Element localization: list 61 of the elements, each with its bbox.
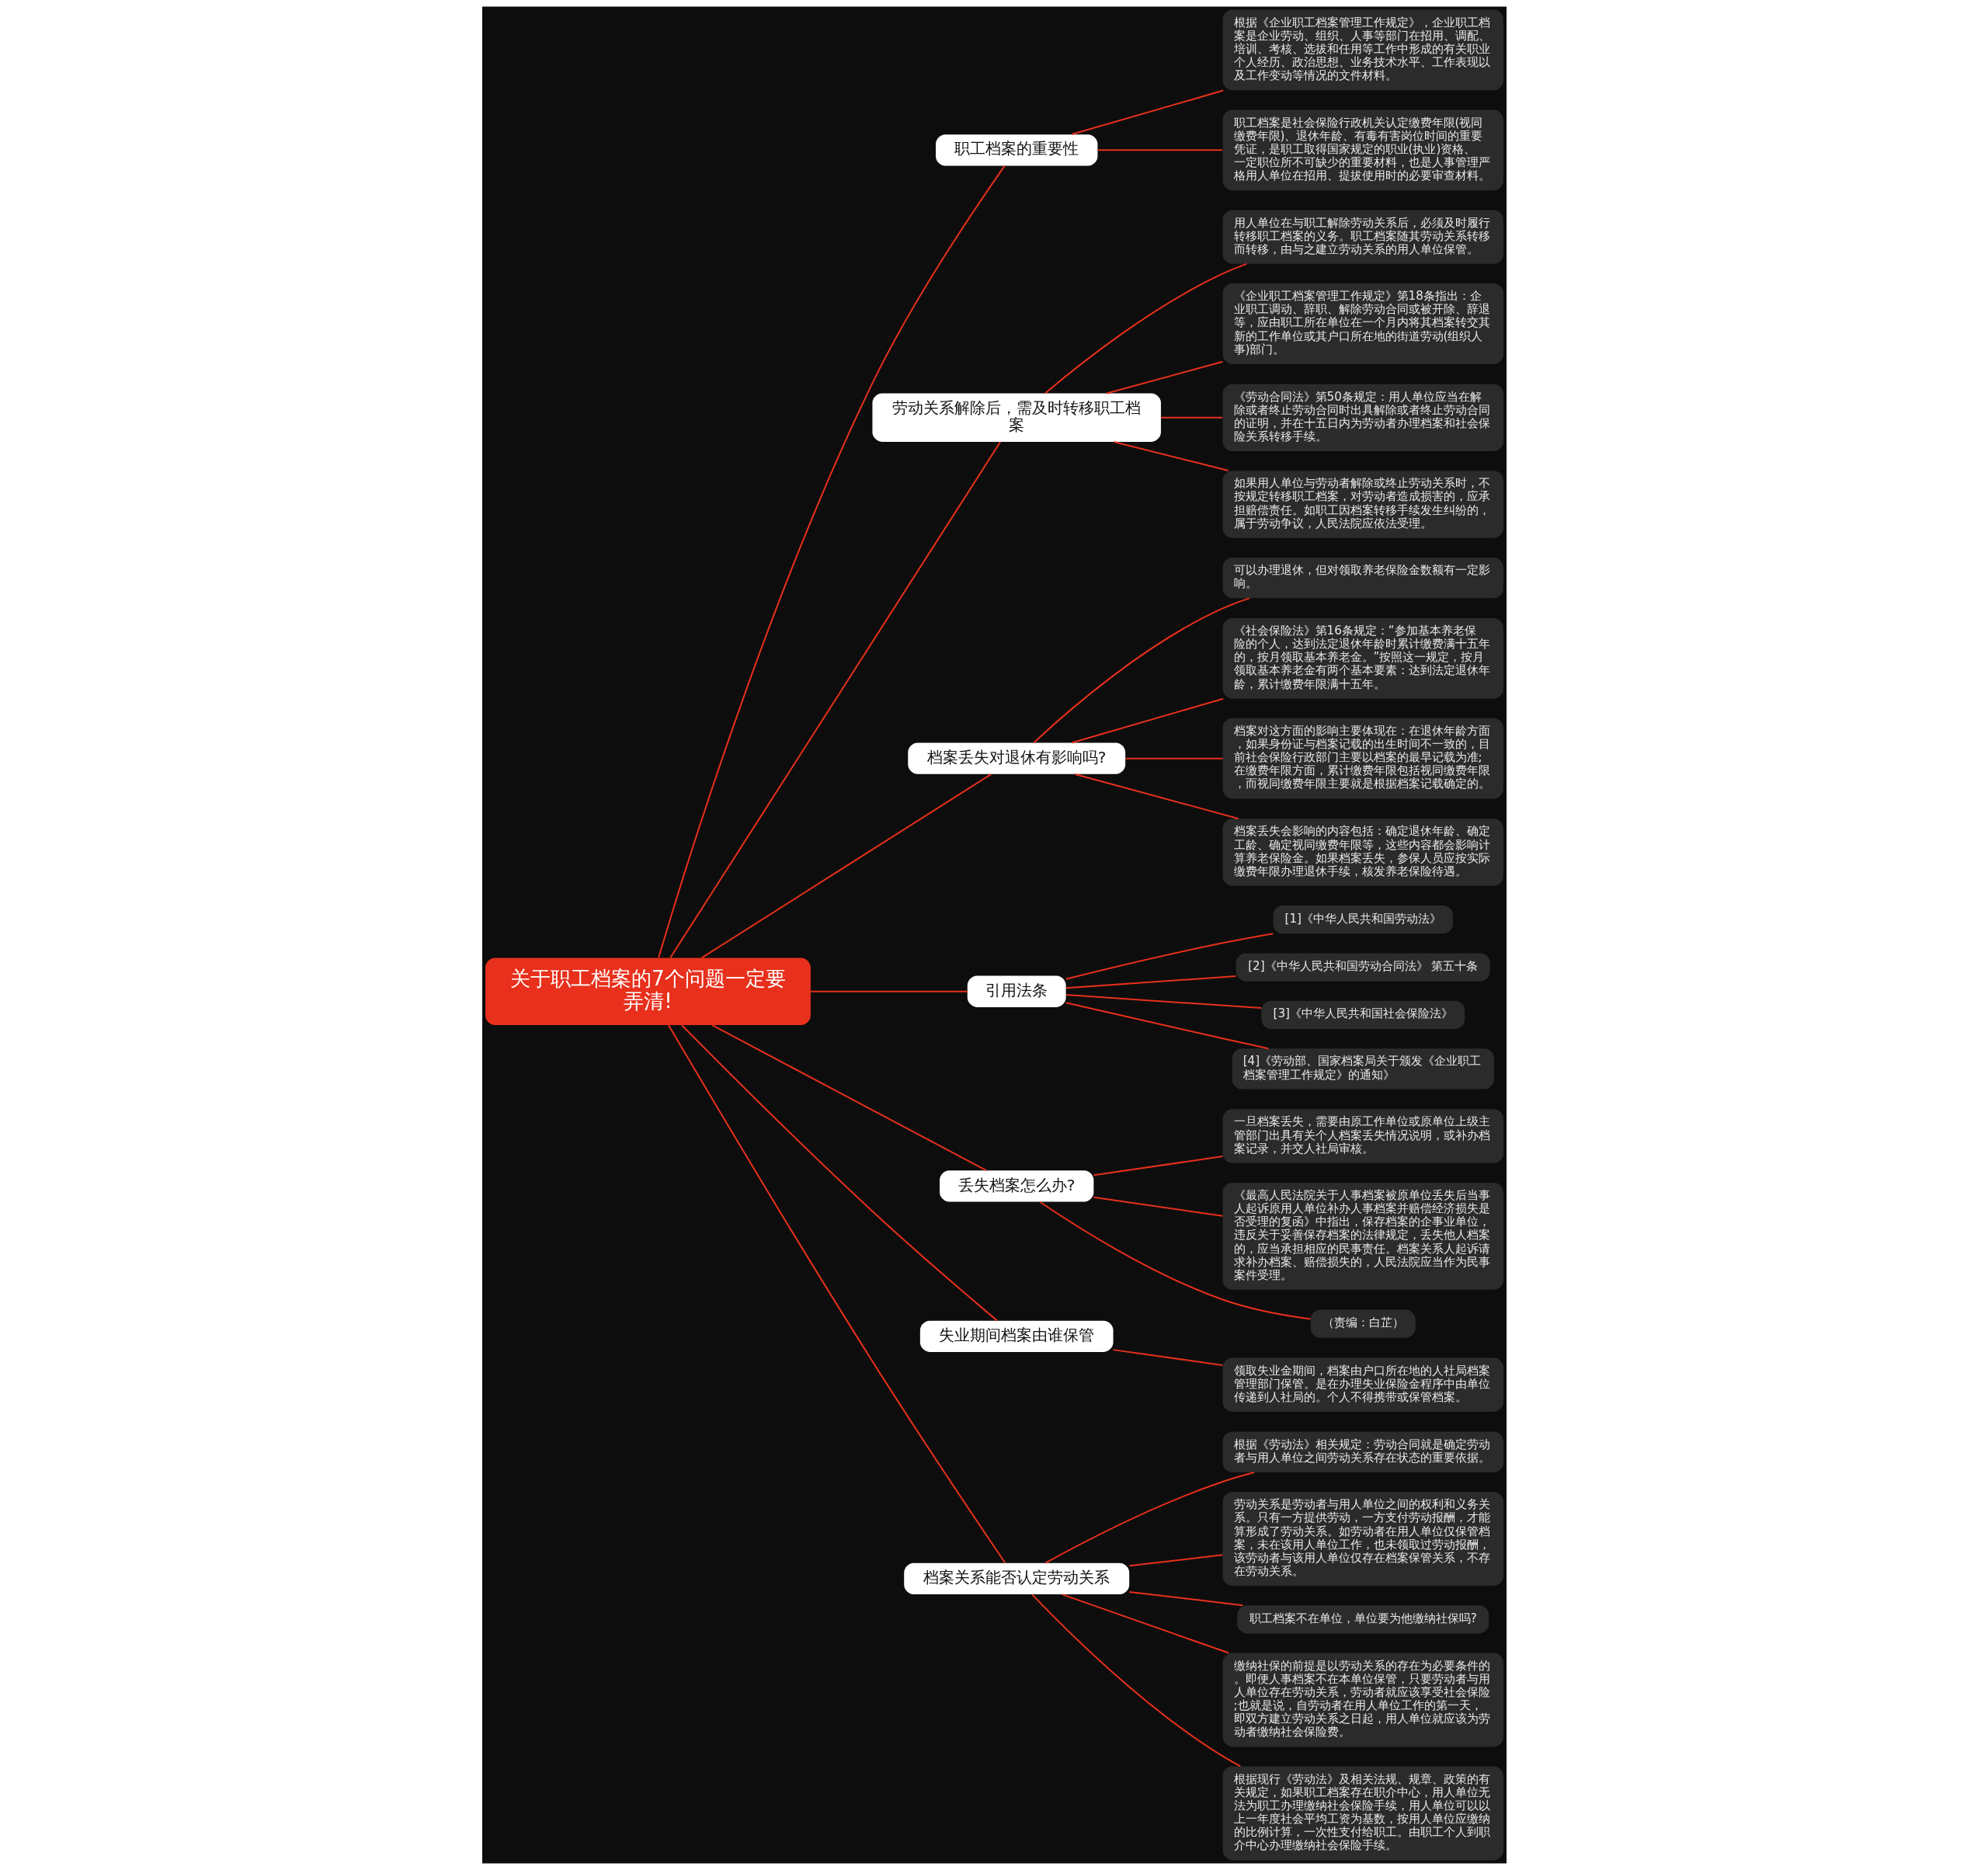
node-box: [1]《中华人民共和国劳动法》	[1272, 905, 1453, 934]
node-box: 根据现行《劳动法》及相关法规、规章、政策的有关规定，如果职工档案存在职介中心，用人单位无法为职工办理缴纳社会保险手续，用人单位可以以上一年度社会平均工资为基数，按用人单位应缴纳的比例计算，一次性支付给职工。由职工个人到职介中心办理缴纳社会保险手续。	[1222, 1766, 1503, 1861]
node-box: 职工档案的重要性	[935, 134, 1097, 166]
connector	[667, 1024, 1006, 1564]
connector	[657, 165, 1006, 958]
connector	[1044, 1472, 1254, 1564]
node-box: 关于职工档案的7个问题一定要弄清!	[485, 958, 811, 1026]
connector	[700, 773, 992, 959]
node-box: 领取失业金期间，档案由户口所在地的人社局档案管理部门保管。是在办理失业保险金程序中由单位传递到人社局的。个人不得携带或保管档案。	[1222, 1357, 1503, 1412]
node-box: （责编：白芷）	[1310, 1309, 1416, 1338]
connector	[1039, 1201, 1311, 1320]
connector	[680, 1024, 998, 1322]
connector	[1074, 773, 1239, 820]
connector	[1112, 1349, 1222, 1366]
node-box: 档案丢失对退休有影响吗?	[907, 742, 1125, 774]
node-box: 根据《企业职工档案管理工作规定》，企业职工档案是企业劳动、组织、人事等部门在招用、调配、培训、考核、选拔和任用等工作中形成的有关职业个人经历、政治思想、业务技术水平、工作表现以及工作变动等情况的文件材料。	[1222, 9, 1503, 91]
node-box: 《社会保险法》第16条规定：“参加基本养老保险的个人，达到法定退休年龄时累计缴费满十五年的，按月领取基本养老金。”按照这一规定，按月领取基本养老金有两个基本要素：达到法定退休年龄，累计缴费年限满十五年。	[1222, 617, 1503, 699]
connector	[1093, 1156, 1223, 1177]
connector	[1065, 933, 1274, 980]
node-box: 档案关系能否认定劳动关系	[903, 1562, 1129, 1595]
node-box: 《劳动合同法》第50条规定：用人单位应当在解除或者终止劳动合同时出具解除或者终止劳动合同的证明，并在十五日内为劳动者办理档案和社会保险关系转移手续。	[1222, 384, 1503, 451]
connector	[810, 990, 968, 992]
node-box: 丢失档案怎么办?	[939, 1170, 1093, 1202]
connector	[1124, 757, 1222, 759]
node-box: 职工档案是社会保险行政机关认定缴费年限(视同缴费年限)、退休年龄、有毒有害岗位时间的重要凭证，是职工取得国家规定的职业(执业)资格、一定职位所不可缺少的重要材料，也是人事管理严格用人单位在招用、提拔使用时的必要审查材料。	[1222, 109, 1503, 191]
connector	[669, 441, 1001, 958]
node-box: [3]《中华人民共和国社会保险法》	[1260, 1000, 1465, 1030]
connector	[1128, 1590, 1243, 1607]
connector	[1093, 1196, 1223, 1217]
connector	[1128, 1554, 1222, 1567]
connector	[1097, 149, 1222, 151]
node-box: 可以办理退休，但对领取养老保险金数额有一定影响。	[1222, 557, 1503, 599]
node-box: 劳动关系解除后，需及时转移职工档案	[871, 393, 1161, 442]
node-box: 缴纳社保的前提是以劳动关系的存在为必要条件的。即便人事档案不在本单位保管，只要劳动者与用人单位存在劳动关系，劳动者就应该享受社会保险;也就是说，自劳动者在用人单位工作的第一天，即双方建立劳动关系之日起，用人单位就应该为劳动者缴纳社会保险费。	[1222, 1653, 1503, 1747]
node-box: 根据《劳动法》相关规定：劳动合同就是确定劳动者与用人单位之间劳动关系存在状态的重要依据。	[1222, 1431, 1503, 1472]
connector	[1044, 262, 1246, 394]
connector	[1061, 1594, 1229, 1654]
connector	[1033, 597, 1249, 744]
node-box: 失业期间档案由谁保管	[919, 1320, 1114, 1352]
connector	[1071, 89, 1223, 136]
connector	[1160, 416, 1222, 419]
node-box: 《最高人民法院关于人事档案被原单位丢失后当事人起诉原用人单位补办人事档案并赔偿经济损失是否受理的复函》中指出，保存档案的企事业单位，违反关于妥善保存档案的法律规定，丢失他人档案的，应当承担相应的民事责任。档案关系人起诉请求补办档案、赔偿损失的，人民法院应当作为民事案件受理。	[1222, 1182, 1503, 1290]
connector	[1030, 1594, 1241, 1767]
node-box: 劳动关系是劳动者与用人单位之间的权利和义务关系。只有一方提供劳动，一方支付劳动报酬，才能算形成了劳动关系。如劳动者在用人单位仅保管档案，未在该用人单位工作，也未领取过劳动报酬，该劳动者与该用人单位仅存在档案保管关系，不存在劳动关系。	[1222, 1492, 1503, 1586]
node-box: 引用法条	[967, 975, 1066, 1007]
connector	[1071, 697, 1223, 744]
node-box: 档案对这方面的影响主要体现在：在退休年龄方面，如果身份证与档案记载的出生时间不一致的，目前社会保险行政部门主要以档案的最早记载为准;在缴费年限方面，累计缴费年限包括视同缴费年限，而视同缴费年限主要就是根据档案记载确定的。	[1222, 718, 1503, 799]
connector	[1113, 441, 1229, 472]
node-box: [4]《劳动部、国家档案局关于颁发《企业职工档案管理工作规定》的通知》	[1232, 1048, 1494, 1090]
connector	[1065, 994, 1261, 1010]
node-box: 一旦档案丢失，需要由原工作单位或原单位上级主管部门出具有关个人档案丢失情况说明，或补办档案记录，并交人社局审核。	[1222, 1109, 1503, 1163]
node-box: 如果用人单位与劳动者解除或终止劳动关系时，不按规定转移职工档案，对劳动者造成损害的，应承担赔偿责任。如职工因档案转移手续发生纠纷的，属于劳动争议，人民法院应依法受理。	[1222, 471, 1503, 538]
node-box: 《企业职工档案管理工作规定》第18条指出：企业职工调动、辞职、解除劳动合同或被开除、辞退等，应由职工所在单位在一个月内将其档案转交其新的工作单位或其户口所在地的街道劳动(组织人事)部门。	[1222, 283, 1503, 364]
node-box: 档案丢失会影响的内容包括：确定退休年龄、确定工龄、确定视同缴费年限等，这些内容都会影响计算养老保险金。如果档案丢失，参保人员应按实际缴费年限办理退休手续，核发养老保险待遇。	[1222, 819, 1503, 886]
connector	[1106, 360, 1223, 395]
connector	[1065, 1002, 1269, 1050]
connector	[711, 1024, 986, 1172]
node-box: 职工档案不在单位，单位要为他缴纳社保吗?	[1236, 1605, 1489, 1634]
node-box: 用人单位在与职工解除劳动关系后，必须及时履行转移职工档案的义务。职工档案随其劳动关系转移而转移，由与之建立劳动关系的用人单位保管。	[1222, 210, 1503, 264]
node-box: [2]《中华人民共和国劳动合同法》 第五十条	[1236, 953, 1490, 982]
connector	[1065, 975, 1236, 989]
